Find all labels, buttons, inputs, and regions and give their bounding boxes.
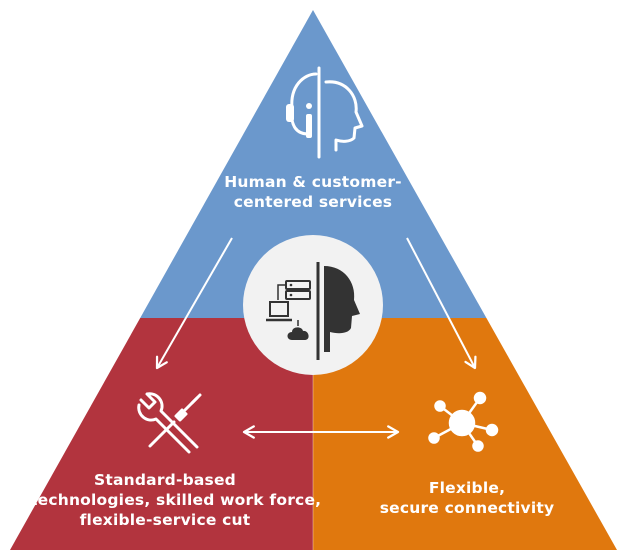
top-section-label: Human & customer- centered services	[183, 172, 443, 212]
left-label-line: technologies, skilled work force,	[30, 491, 322, 509]
computer-server-cloud-head-icon	[266, 262, 360, 360]
top-label-line: Human & customer-	[224, 173, 402, 191]
arrow-top-to-right	[406, 237, 477, 370]
left-section-label: Standard-based technologies, skilled wor…	[30, 470, 322, 530]
left-label-line: Standard-based	[94, 471, 236, 489]
left-label-line: flexible-service cut	[79, 511, 251, 529]
headset-person-icon	[286, 66, 364, 159]
network-hub-icon	[428, 391, 499, 452]
right-label-line: Flexible,	[428, 479, 506, 497]
right-label-line: secure connectivity	[379, 499, 555, 517]
center-circle	[243, 235, 383, 375]
arrow-top-to-left	[155, 237, 233, 370]
top-label-line: centered services	[233, 193, 393, 211]
wrench-screwdriver-icon	[137, 392, 202, 454]
right-section-label: Flexible, secure connectivity	[352, 478, 582, 518]
